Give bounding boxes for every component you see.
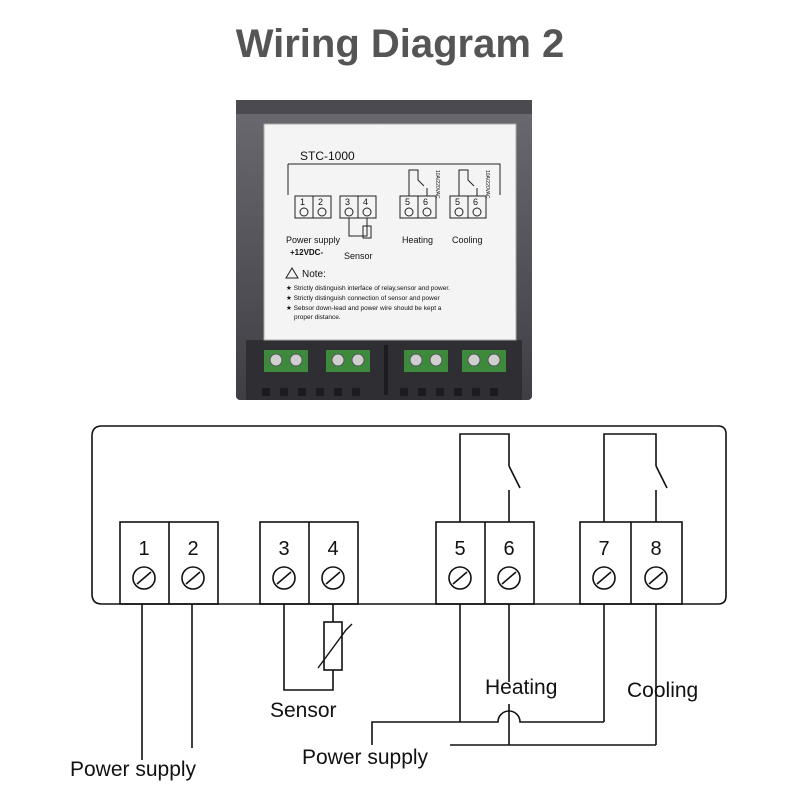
heating-relay-wire (459, 433, 510, 522)
terminal-number-3: 3 (278, 538, 289, 560)
power-bus-top (371, 710, 604, 745)
label-power-supply-right: Power supply (302, 746, 429, 769)
note-2: ★ Strictly distinguish connection of sen… (286, 294, 440, 302)
sticker-relays (408, 169, 478, 196)
device-model: STC-1000 (300, 149, 355, 163)
note-1: ★ Strictly distinguish interface of rela… (286, 284, 450, 292)
label-heating: Heating (485, 676, 557, 699)
page-title: Wiring Diagram 2 (235, 22, 565, 66)
sticker-cooling: Cooling (452, 235, 483, 245)
enclosure-outline (91, 425, 727, 605)
sticker-terminal-6b: 6 (473, 197, 478, 207)
sticker-terminal-1: 1 (300, 197, 305, 207)
sticker-terminal-4: 4 (363, 197, 368, 207)
terminal-number-4: 4 (327, 538, 338, 560)
terminal-number-2: 2 (187, 538, 198, 560)
sticker-terminal-2: 2 (318, 197, 323, 207)
relay-rating-cooling: 10A/220VAC (484, 170, 490, 199)
terminal-numbers: 1 2 3 4 5 6 7 8 (138, 538, 661, 560)
label-sensor: Sensor (270, 699, 337, 722)
relay-rating-heating: 10A/220VAC (434, 170, 440, 199)
sticker-voltage: +12VDC- (290, 248, 323, 257)
terminal-screws (132, 566, 668, 590)
controller-device: STC-1000 1 2 3 4 5 6 5 6 (236, 100, 532, 400)
device-vents (262, 388, 498, 396)
sticker-sensor: Sensor (344, 251, 373, 261)
note-4: proper distance. (294, 314, 341, 321)
sticker-terminal-6a: 6 (423, 197, 428, 207)
sticker-heating: Heating (402, 235, 433, 245)
sticker-terminals: 1 2 3 4 5 6 5 6 (294, 195, 487, 219)
terminal-number-7: 7 (598, 538, 609, 560)
terminal-number-6: 6 (503, 538, 514, 560)
green-terminal-blocks (264, 350, 506, 372)
note-title: Note: (302, 269, 326, 280)
sticker-terminal-3: 3 (345, 197, 350, 207)
cooling-relay-wire (603, 433, 657, 522)
warning-icon (285, 267, 299, 279)
sticker-terminal-5b: 5 (455, 197, 460, 207)
sensor-thermistor (323, 621, 343, 671)
device-label (263, 123, 517, 341)
terminal-number-1: 1 (138, 538, 149, 560)
note-3: ★ Sebsor down-lead and power wire should… (286, 304, 442, 312)
heating-relay-switch (508, 465, 521, 489)
terminal-number-5: 5 (454, 538, 465, 560)
cooling-relay-switch (655, 465, 668, 489)
wiring-schematic (91, 425, 727, 760)
sticker-power-supply: Power supply (286, 235, 341, 245)
terminal-number-8: 8 (650, 538, 661, 560)
label-cooling: Cooling (627, 679, 698, 702)
label-power-supply-left: Power supply (70, 758, 197, 781)
sticker-terminal-5a: 5 (405, 197, 410, 207)
